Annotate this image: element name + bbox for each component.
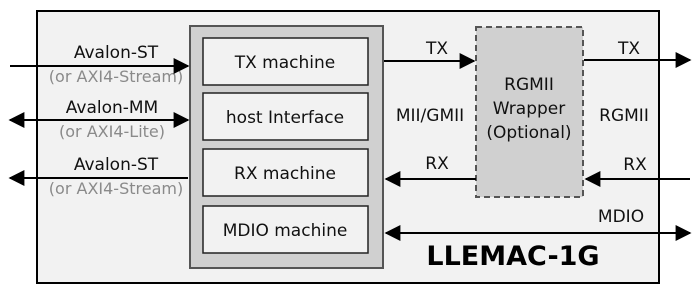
wrapper-line1: RGMII [504, 75, 554, 95]
left-if3-name: Avalon-ST [74, 155, 159, 175]
mid-rx-label: RX [425, 154, 449, 174]
rx-machine-box [202, 148, 369, 197]
left-if1-alt: (or AXI4-Stream) [49, 67, 183, 86]
tx-machine-box [202, 37, 369, 86]
mid-mii-label: MII/GMII [396, 106, 464, 126]
rx-machine-label: RX machine [234, 164, 336, 184]
mdio-machine-label: MDIO machine [223, 221, 348, 241]
diagram-title: LLEMAC-1G [426, 241, 599, 272]
left-if2-alt: (or AXI4-Lite) [59, 122, 165, 141]
wrapper-line3: (Optional) [486, 123, 571, 143]
mdio-machine-box [202, 205, 369, 254]
right-rx-label: RX [623, 155, 647, 175]
rgmii-wrapper-box [475, 26, 584, 198]
right-tx-label: TX [617, 39, 640, 59]
left-if3-alt: (or AXI4-Stream) [49, 179, 183, 198]
tx-machine-label: TX machine [234, 53, 336, 73]
right-mdio-label: MDIO [598, 207, 644, 227]
left-if1-name: Avalon-ST [74, 43, 159, 63]
wrapper-line2: Wrapper [493, 99, 565, 119]
host-interface-box [202, 92, 369, 141]
left-if2-name: Avalon-MM [66, 98, 158, 118]
host-interface-label: host Interface [226, 108, 344, 128]
mid-tx-label: TX [425, 39, 448, 59]
right-rgmii-label: RGMII [599, 106, 649, 126]
